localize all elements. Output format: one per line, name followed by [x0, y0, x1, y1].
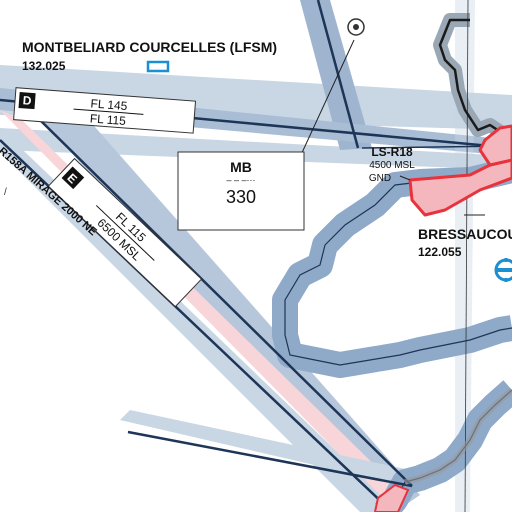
mb-title: MB — [230, 159, 252, 175]
ls-r18-upper: 4500 MSL — [369, 160, 415, 171]
bressaucourt-frequency: 122.055 — [418, 245, 462, 259]
lfsm-frequency: 132.025 — [22, 59, 66, 73]
restricted-area-ls-r18[interactable] — [408, 124, 512, 217]
ls-r18-lower: GND — [369, 173, 391, 184]
airway-d-letter: D — [22, 93, 32, 108]
restricted-area-bottom — [373, 483, 410, 512]
airway-d-upper: FL 145 — [90, 96, 128, 113]
airway-d-lower: FL 115 — [89, 111, 126, 128]
lfsm-name: MONTBELIARD COURCELLES (LFSM) — [22, 39, 277, 55]
lfsm-airport-icon[interactable] — [146, 60, 170, 73]
navaid-icon[interactable] — [347, 18, 365, 36]
mb-leader-line — [299, 39, 355, 158]
ls-r18-name: LS-R18 — [371, 145, 413, 159]
bressaucourt-airport-icon[interactable] — [494, 258, 512, 282]
ls-r18-leader-line — [399, 175, 411, 181]
airway-d-label-box[interactable]: D FL 145 FL 115 — [13, 87, 197, 134]
left-edge-mark: / — [4, 187, 7, 198]
mb-dashes: – – –··· — [226, 175, 255, 185]
mb-value: 330 — [226, 187, 256, 207]
bressaucourt-name: BRESSAUCOURT — [418, 226, 512, 242]
mb-minimum-altitude-box[interactable]: MB – – –··· 330 — [177, 151, 305, 231]
national-border — [404, 18, 512, 485]
